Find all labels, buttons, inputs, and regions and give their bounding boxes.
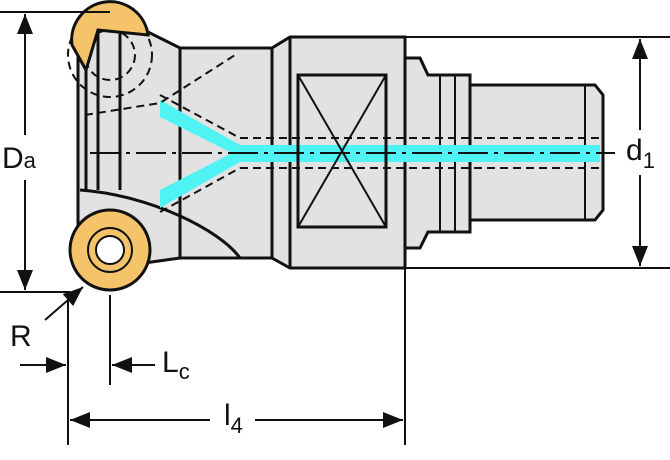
dimension-lines bbox=[0, 11, 670, 445]
label-d1: d1 bbox=[626, 134, 655, 173]
label-Lc: Lc bbox=[162, 346, 190, 384]
inserts bbox=[68, 0, 152, 292]
label-R: R bbox=[10, 320, 32, 353]
label-Da: Da bbox=[2, 142, 37, 175]
label-l4: l4 bbox=[224, 399, 243, 438]
wrench-flat bbox=[296, 73, 388, 229]
